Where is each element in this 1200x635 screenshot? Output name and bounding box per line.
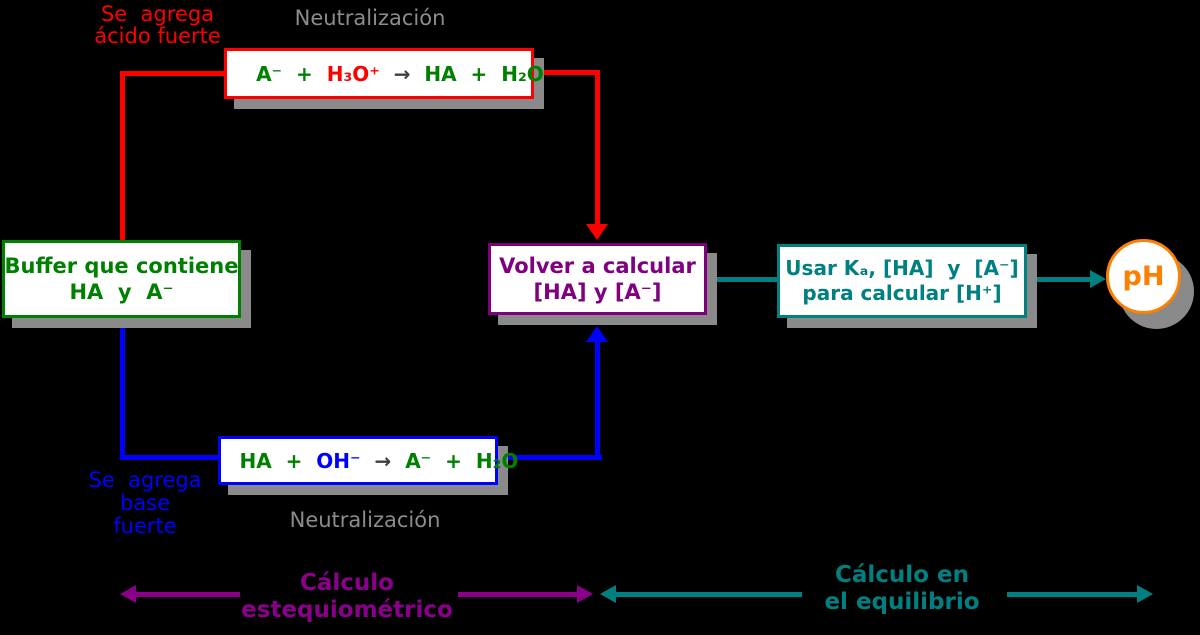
stoichiometric-arrowhead-right (577, 585, 593, 603)
recalc-to-ka-connector (705, 277, 779, 282)
equilibrium-calculation-label: Cálculo en el equilibrio (824, 562, 980, 615)
equilibrium-line-left (614, 592, 802, 597)
acid-reaction-box: A⁻ + H₃O⁺ → HA + H₂O (224, 48, 544, 99)
acid-line-horizontal-right (532, 70, 600, 75)
base-eq-hydroxide: OH⁻ (316, 448, 361, 473)
acid-eq-reaction-arrow: → (379, 61, 425, 86)
acid-line-vertical-right (595, 70, 600, 226)
acid-eq-reactant-a: A⁻ + (256, 61, 327, 86)
stoichiometric-arrowhead-left (120, 585, 136, 603)
ka-to-ph-connector (1025, 277, 1091, 282)
equilibrium-line-right (1007, 592, 1138, 597)
base-arrowhead-up (586, 326, 608, 342)
ka-to-ph-arrowhead (1090, 270, 1106, 288)
acid-line-vertical-left (120, 71, 125, 243)
base-eq-reaction-arrow: → (360, 448, 406, 473)
base-line-vertical-left (120, 315, 125, 458)
stoichiometric-calculation-label: Cálculo estequiométrico (241, 570, 453, 623)
base-line-horizontal-right (496, 455, 602, 460)
buffer-box-text: Buffer que contiene HA y A⁻ (4, 254, 239, 304)
acid-eq-products: HA + H₂O (424, 61, 544, 86)
base-line-vertical-right (595, 342, 600, 460)
base-reaction-equation: HA + OH⁻ → A⁻ + H₂O (198, 425, 519, 497)
equilibrium-arrowhead-right (1137, 585, 1153, 603)
acid-line-horizontal-left (120, 71, 228, 76)
stoichiometric-line-right (458, 592, 579, 597)
neutralization-top-label: Neutralización (294, 6, 446, 30)
use-ka-box: Usar Kₐ, [HA] y [A⁻] para calcular [H⁺] (777, 244, 1027, 318)
use-ka-box-text: Usar Kₐ, [HA] y [A⁻] para calcular [H⁺] (785, 256, 1019, 305)
neutralization-bottom-label: Neutralización (289, 508, 441, 532)
equilibrium-arrowhead-left (600, 585, 616, 603)
recalculate-box-text: Volver a calcular [HA] y [A⁻] (499, 254, 696, 304)
recalculate-box: Volver a calcular [HA] y [A⁻] (488, 243, 707, 315)
acid-reaction-equation: A⁻ + H₃O⁺ → HA + H₂O (214, 38, 544, 110)
base-line-horizontal-left (120, 455, 220, 460)
ph-circle: pH (1106, 239, 1181, 314)
buffer-box: Buffer que contiene HA y A⁻ (2, 240, 241, 318)
base-eq-reactant-ha: HA + (239, 448, 317, 473)
acid-eq-hydronium: H₃O⁺ (326, 61, 380, 86)
base-eq-products: A⁻ + H₂O (405, 448, 519, 473)
stoichiometric-line-left (134, 592, 240, 597)
acid-arrowhead-down (586, 224, 608, 240)
base-reaction-box: HA + OH⁻ → A⁻ + H₂O (218, 436, 518, 485)
ph-circle-text: pH (1122, 261, 1165, 292)
add-strong-acid-label: Se agrega ácido fuerte (94, 2, 221, 48)
add-strong-base-label: Se agrega base fuerte (88, 468, 202, 538)
